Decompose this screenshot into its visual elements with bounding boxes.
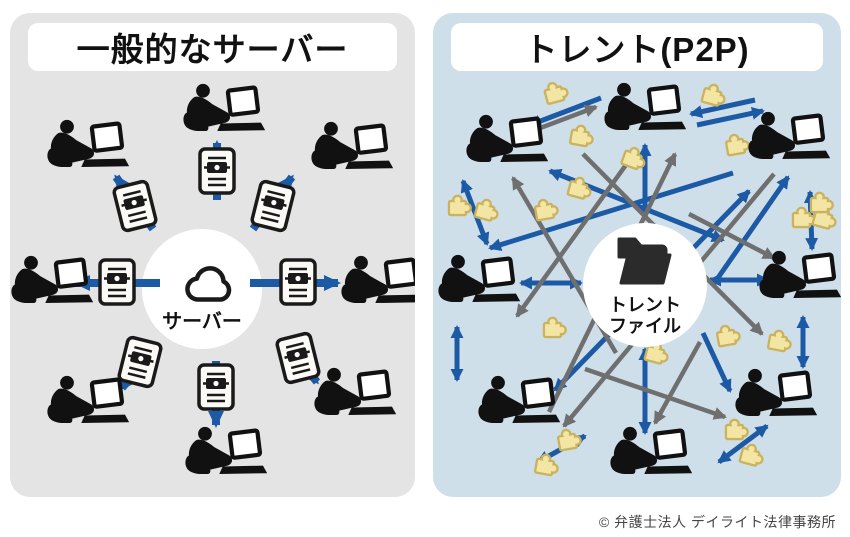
puzzle-piece-icon (473, 196, 502, 224)
person-laptop-icon (610, 427, 692, 474)
person-laptop-icon (466, 115, 548, 162)
torrent-file-label-line2: ファイル (609, 316, 681, 336)
document-icon (279, 258, 317, 306)
puzzle-piece-icon (723, 131, 751, 157)
torrent-file-label-line1: トレント (609, 295, 681, 315)
puzzle-piece-icon (541, 78, 571, 106)
person-laptop-icon (478, 376, 560, 423)
torrent-diagram: トレント ファイル (433, 78, 841, 478)
puzzle-piece-icon (532, 196, 560, 222)
document-icon (98, 258, 136, 306)
document-icon (249, 178, 297, 234)
torrent-panel-title: トレント(P2P) (451, 23, 823, 71)
server-panel: サーバー 一般的なサーバー (10, 13, 415, 497)
person-laptop-icon (11, 256, 93, 303)
document-icon (111, 178, 159, 234)
copyright-text: © 弁護士法人 デイライト法律事務所 (598, 514, 836, 530)
document-icon (274, 330, 322, 386)
puzzle-piece-icon (555, 426, 583, 452)
person-laptop-icon (47, 120, 129, 167)
document-icon (198, 147, 236, 195)
person-laptop-icon (604, 83, 686, 130)
puzzle-piece-icon (568, 123, 596, 149)
puzzle-piece-icon (724, 418, 749, 441)
person-laptop-icon (438, 255, 520, 302)
torrent-panel: トレント ファイル トレント(P2P) (433, 13, 841, 497)
person-laptop-icon (314, 368, 396, 415)
puzzle-piece-icon (700, 81, 729, 109)
person-laptop-icon (748, 112, 830, 159)
person-laptop-icon (311, 122, 393, 169)
server-label: サーバー (162, 310, 242, 333)
document-icon (197, 363, 235, 411)
puzzle-piece-icon (766, 328, 794, 354)
puzzle-piece-icon (714, 322, 742, 348)
person-laptop-icon (341, 256, 415, 303)
person-laptop-icon (185, 427, 267, 474)
puzzle-piece-icon (809, 191, 834, 214)
person-laptop-icon (735, 369, 817, 416)
cloud-icon (185, 266, 232, 302)
person-laptop-icon (183, 84, 265, 131)
server-hub-circle (142, 229, 262, 349)
server-diagram: サーバー (10, 13, 415, 497)
document-icon (116, 334, 164, 390)
server-panel-title: 一般的なサーバー (28, 23, 397, 71)
folder-icon (617, 237, 672, 285)
person-laptop-icon (47, 376, 129, 423)
torrent-hub-circle (583, 223, 707, 347)
puzzle-piece-icon (533, 452, 561, 478)
puzzle-piece-icon (542, 316, 567, 339)
